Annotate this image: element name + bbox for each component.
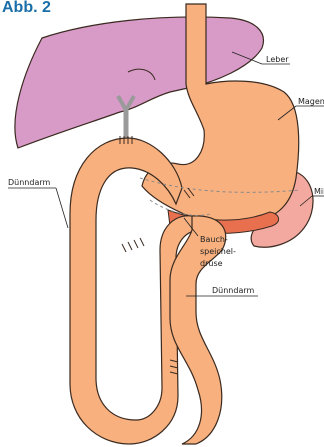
label-liver: Leber <box>266 55 289 64</box>
label-small-intestine-right: Dünndarm <box>212 286 255 295</box>
label-pancreas-line1: Bauch- <box>200 235 228 244</box>
label-pancreas-line3: drüse <box>200 259 223 268</box>
label-pancreas-line2: speichel- <box>200 247 236 256</box>
label-spleen: Milz <box>314 187 324 196</box>
label-small-intestine-left: Dünndarm <box>8 178 51 187</box>
label-stomach: Magen <box>298 97 324 106</box>
